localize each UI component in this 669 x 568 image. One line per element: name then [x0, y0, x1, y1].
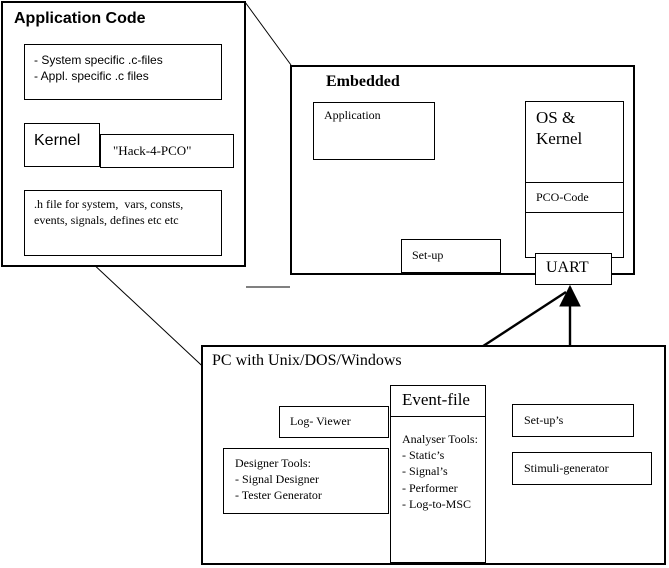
hack-4-pco-box: [100, 134, 234, 168]
os-kernel-box: [525, 101, 624, 258]
analyser-line-4: - Performer: [402, 481, 458, 495]
uart-label: UART: [546, 259, 589, 276]
uart-box: [535, 253, 612, 285]
os-kernel-line-2: Kernel: [536, 129, 583, 148]
kernel-box: [24, 123, 100, 167]
kernel-label: Kernel: [34, 132, 81, 149]
pco-code-box: [525, 182, 624, 213]
c-files-line-1: - System specific .c-files: [34, 53, 163, 67]
setups-label: Set-up’s: [524, 413, 564, 427]
zoom-line: [244, 1, 292, 66]
log-viewer-box: [279, 406, 389, 438]
embedded-setup-label: Set-up: [412, 248, 444, 262]
pc-title: PC with Unix/DOS/Windows: [212, 352, 402, 369]
designer-line-1: Designer Tools:: [235, 456, 311, 470]
hack-4-pco-label: "Hack-4-PCO": [113, 143, 192, 158]
setups-box: [512, 404, 634, 437]
c-files-box: [24, 44, 222, 100]
event-file-label: Event-file: [402, 390, 470, 409]
h-file-line-1: .h file for system, vars, consts,: [34, 197, 184, 211]
c-files-line-2: - Appl. specific .c files: [34, 69, 149, 83]
analyser-line-1: Analyser Tools:: [402, 432, 478, 446]
designer-tools-box: [223, 448, 389, 514]
embedded-title: Embedded: [326, 73, 400, 90]
event-file-box: [390, 385, 486, 417]
designer-line-3: - Tester Generator: [235, 488, 322, 502]
stimuli-generator-box: [512, 452, 652, 485]
analyser-line-3: - Signal’s: [402, 464, 448, 478]
stimuli-generator-label: Stimuli-generator: [524, 461, 609, 475]
analyser-line-5: - Log-to-MSC: [402, 497, 471, 511]
h-file-box: [24, 190, 222, 256]
application-code-title: Application Code: [14, 10, 146, 27]
os-kernel-line-1: OS &: [536, 108, 576, 127]
h-file-line-2: events, signals, defines etc etc: [34, 213, 179, 227]
log-viewer-label: Log- Viewer: [290, 414, 351, 428]
pco-code-label: PCO-Code: [536, 190, 589, 204]
embedded-setup-box: [401, 239, 501, 273]
designer-line-2: - Signal Designer: [235, 472, 319, 486]
application-box: [313, 102, 435, 160]
application-label: Application: [324, 108, 381, 122]
analyser-line-2: - Static’s: [402, 448, 445, 462]
